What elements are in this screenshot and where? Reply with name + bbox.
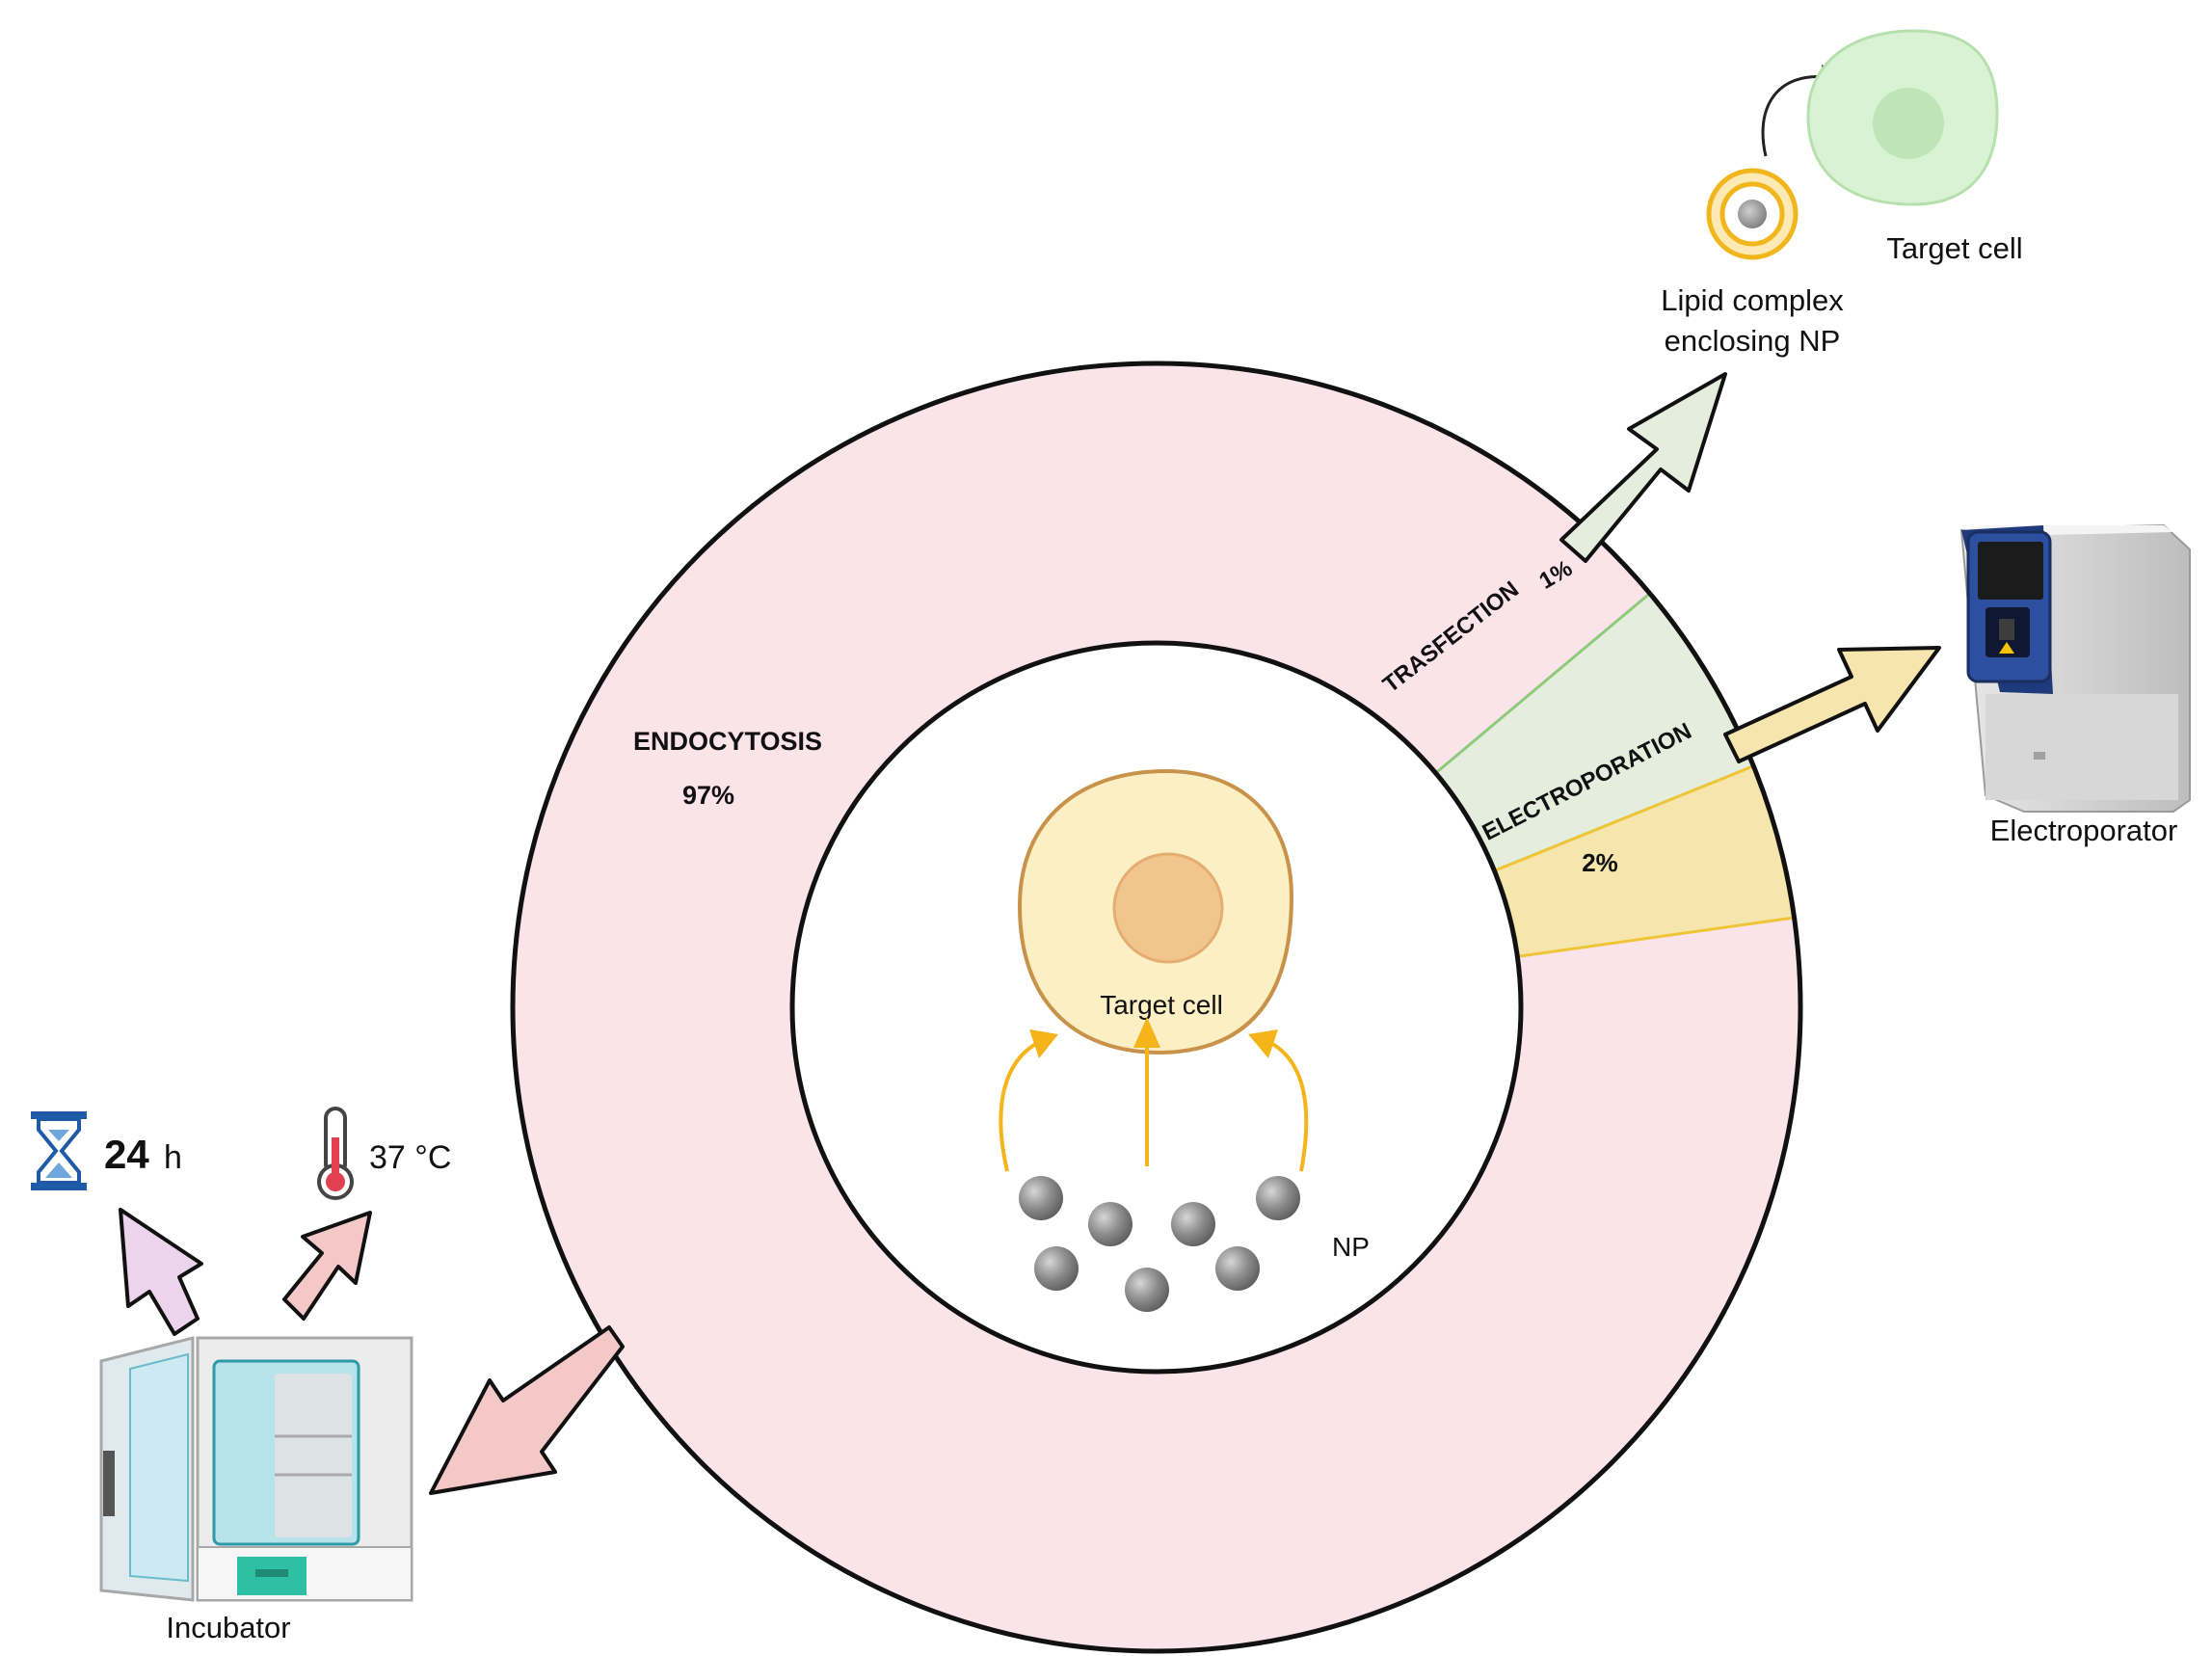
incubator-device xyxy=(99,1336,413,1602)
center-cell-label: Target cell xyxy=(1100,990,1223,1020)
np-particles xyxy=(1019,1176,1300,1312)
trasfection-target-cell-label: Target cell xyxy=(1886,231,2022,265)
temperature-arrow xyxy=(282,1211,372,1321)
lipid-complex-label-line1: Lipid complex xyxy=(1661,283,1844,317)
hourglass-icon xyxy=(31,1111,87,1190)
segment-electroporation xyxy=(1494,765,1795,957)
segment-trasfection-edge-1 xyxy=(1434,592,1651,775)
electroporation-percent: 2% xyxy=(1582,848,1618,877)
segment-electroporation-edge-1 xyxy=(1493,764,1754,872)
incubator-label: Incubator xyxy=(166,1611,290,1644)
lipid-complex-label-line2: enclosing NP xyxy=(1665,324,1841,358)
ring-outer-border xyxy=(510,361,1803,1654)
segment-endocytosis xyxy=(512,362,1800,1652)
thermometer-icon xyxy=(317,1107,354,1200)
time-value: 24 xyxy=(104,1132,149,1177)
endocytosis-percent: 97% xyxy=(682,781,734,810)
lipid-complex xyxy=(1706,168,1799,260)
np-particle xyxy=(1019,1176,1063,1220)
electroporation-arrow xyxy=(1723,646,1941,763)
np-uptake-arrows xyxy=(999,1017,1309,1172)
np-label: NP xyxy=(1332,1232,1370,1262)
uptake-ring xyxy=(512,362,1800,1652)
trasfection-arrow xyxy=(1559,372,1727,563)
electroporator-device xyxy=(1959,523,2191,813)
time-unit: h xyxy=(164,1139,182,1176)
temperature-value: 37 °C xyxy=(369,1139,451,1176)
np-particle xyxy=(1215,1246,1260,1291)
endocytosis-arrow xyxy=(429,1325,625,1495)
np-particle xyxy=(1125,1268,1169,1312)
np-particle xyxy=(1171,1202,1215,1246)
np-particle xyxy=(1256,1176,1300,1220)
np-particle xyxy=(1088,1202,1133,1246)
electroporator-label: Electroporator xyxy=(1990,814,2178,847)
center-target-cell: Target cell xyxy=(1017,768,1294,1055)
segment-trasfection xyxy=(1435,593,1754,871)
transfer-arrow xyxy=(1761,75,1827,157)
segment-electroporation-edge-0 xyxy=(1517,916,1795,958)
endocytosis-label: ENDOCYTOSIS xyxy=(633,727,822,756)
np-particle xyxy=(1034,1246,1079,1291)
trasfection-target-cell xyxy=(1806,29,1999,206)
time-arrow xyxy=(119,1208,203,1336)
